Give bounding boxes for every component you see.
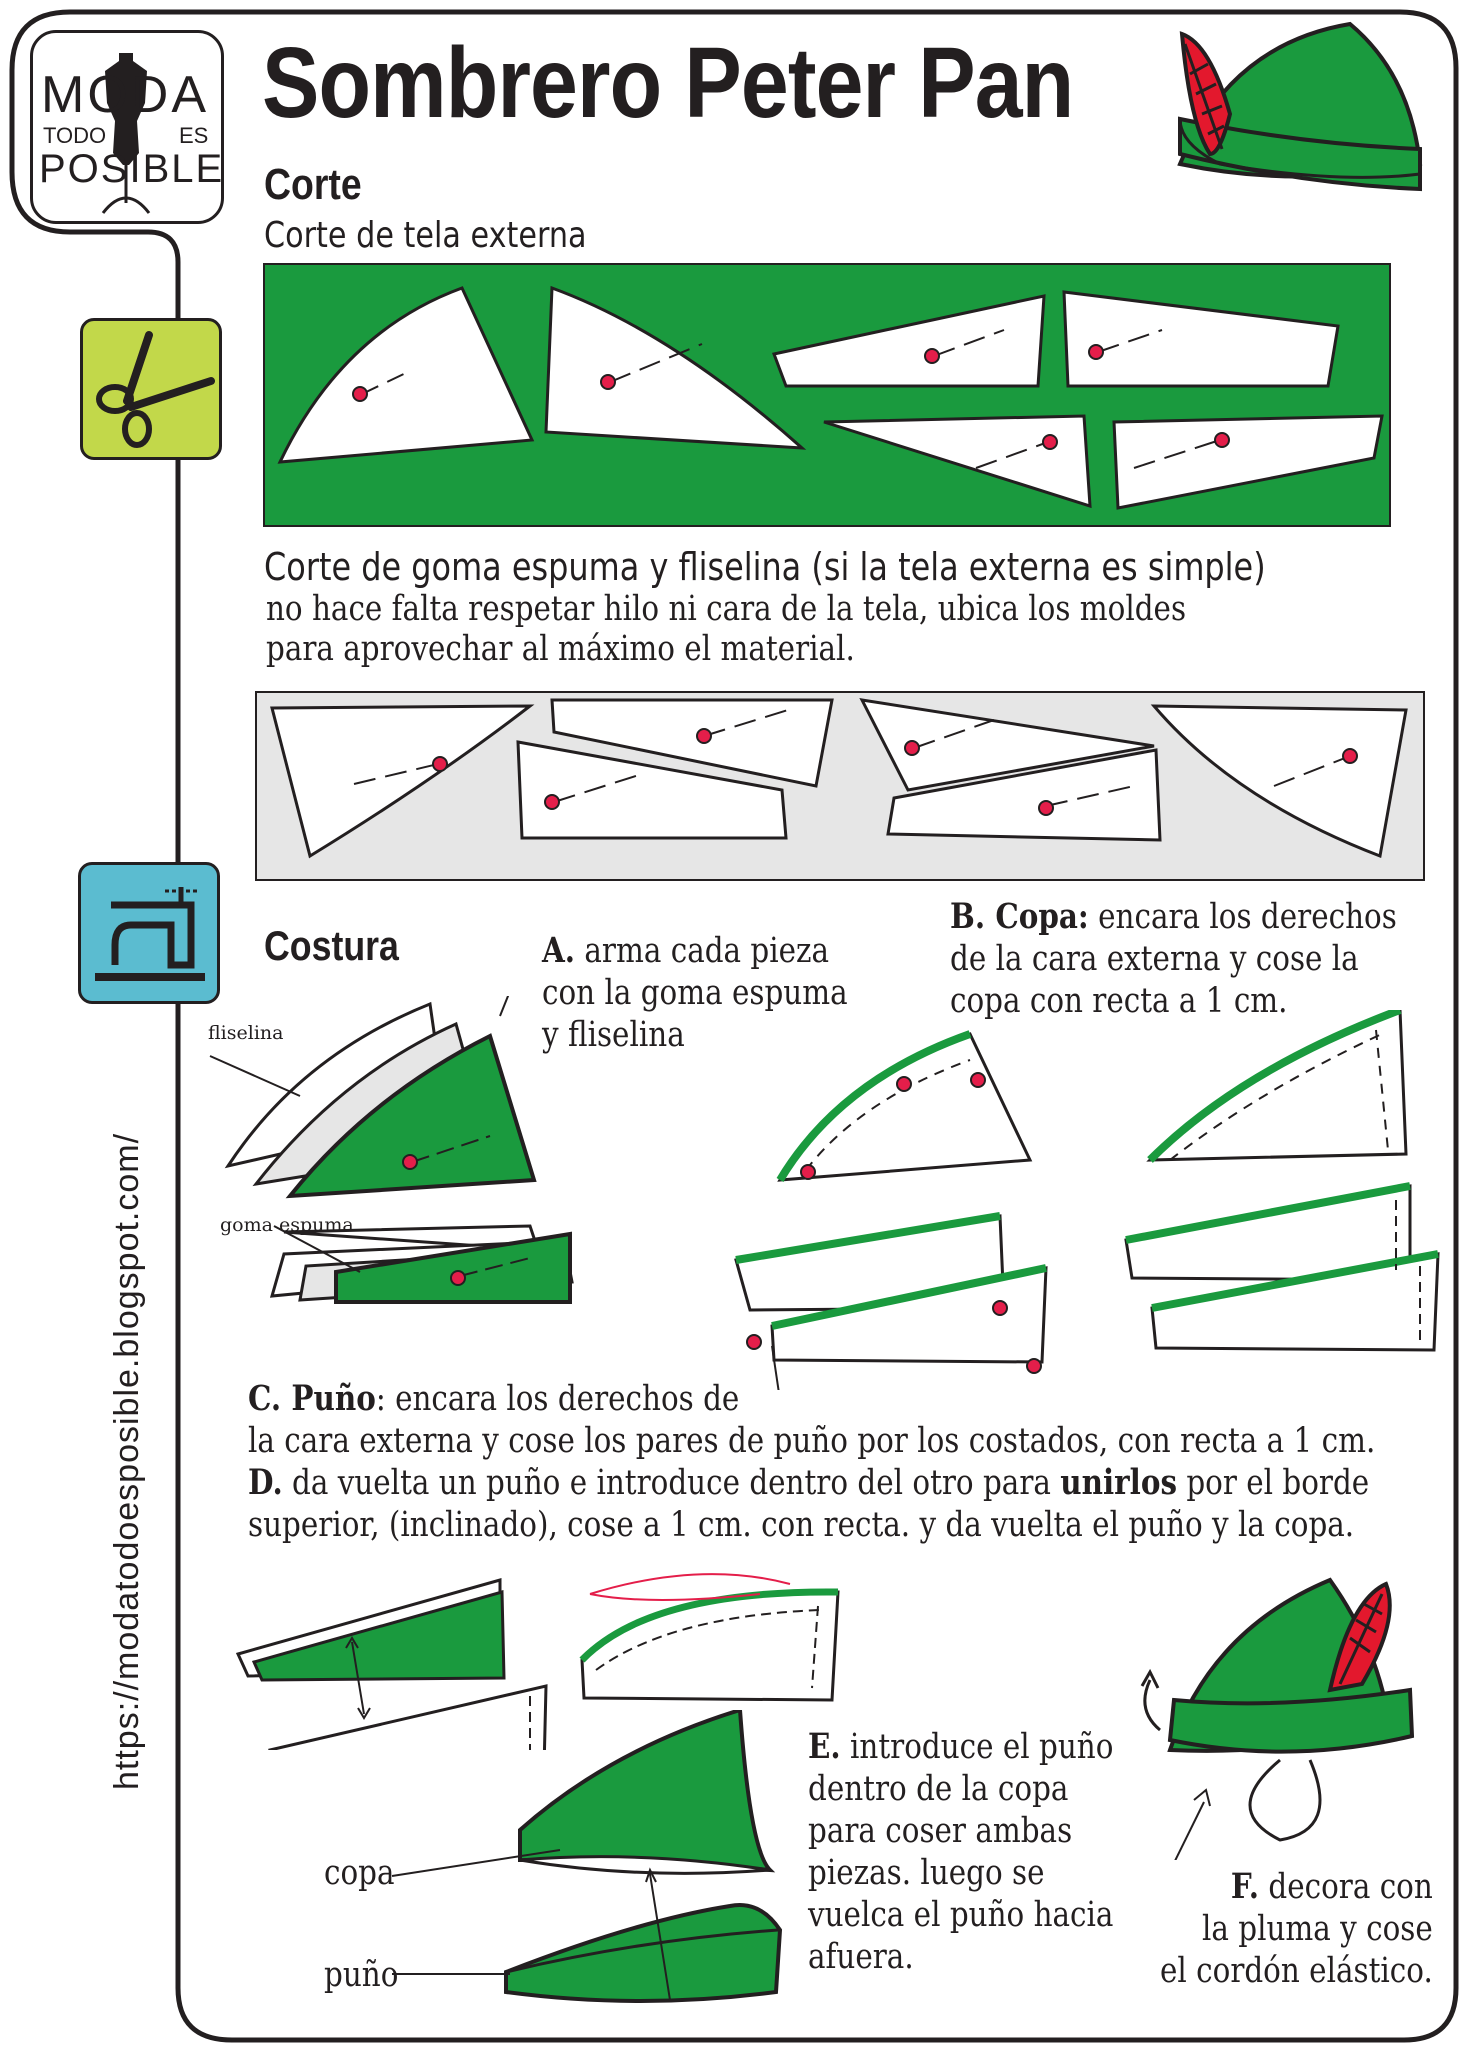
corte-goma-line2: no hace falta respetar hilo ni cara de l… — [266, 589, 1187, 629]
blog-url[interactable]: https://modatodoesposible.blogspot.com/ — [108, 1132, 146, 1790]
step-b-letter: B. Copa: — [950, 896, 1089, 937]
step-f-line3: el cordón elástico. — [1160, 1951, 1433, 1991]
step-e-line2: dentro de la copa — [808, 1769, 1069, 1809]
step-d-text1a: da vuelta un puño e introduce dentro del… — [282, 1463, 1061, 1503]
step-c-line2: la cara externa y cose los pares de puño… — [248, 1421, 1376, 1461]
step-b-line1: encara los derechos — [1088, 897, 1397, 937]
step-e-text: E. introduce el puño dentro de la copa p… — [808, 1726, 1113, 1978]
step-e-line1: introduce el puño — [840, 1727, 1114, 1767]
step-a-text: A. arma cada pieza con la goma espuma y … — [542, 930, 848, 1056]
goma-espuma-label: goma espuma — [220, 1214, 354, 1236]
page-title: Sombrero Peter Pan — [262, 27, 1074, 139]
step-d-text1c: por el borde — [1177, 1463, 1370, 1503]
scissors-icon-box — [80, 318, 222, 460]
copa-label: copa — [324, 1853, 395, 1893]
peter-pan-hat-icon — [1177, 21, 1423, 192]
corte-externa-label: Corte de tela externa — [264, 215, 587, 256]
corte-goma-line3: para aprovechar al máximo el material. — [266, 629, 855, 669]
step-e-line6: afuera. — [808, 1937, 914, 1977]
corte-goma-panel — [255, 691, 1425, 881]
sewing-machine-icon-box — [78, 862, 220, 1004]
step-d-letter: D. — [248, 1462, 283, 1503]
section-costura-heading: Costura — [264, 922, 399, 969]
logo-todo: TODO — [43, 123, 107, 148]
section-corte-heading: Corte — [264, 160, 362, 209]
step-c-text1: : encara los derechos de — [375, 1379, 740, 1419]
step-f-line2: la pluma y cose — [1202, 1909, 1433, 1949]
step-d-line1: D. da vuelta un puño e introduce dentro … — [248, 1462, 1369, 1504]
step-a-line3: y fliselina — [542, 1015, 685, 1055]
corte-tela-externa-panel — [263, 263, 1391, 527]
step-a-illustration — [209, 996, 574, 1304]
logo-moda: MODA — [41, 66, 209, 124]
corte-goma-line1: Corte de goma espuma y fliselina (si la … — [264, 545, 1266, 589]
step-b-line3: copa con recta a 1 cm. — [950, 981, 1288, 1021]
scissors-icon — [96, 331, 215, 448]
step-d-text1b: unirlos — [1060, 1462, 1178, 1503]
step-b-illustration — [734, 1010, 1440, 1390]
step-c-letter: C. Puño — [248, 1378, 376, 1419]
sewing-machine-icon — [95, 887, 205, 981]
step-d-illustration — [235, 1573, 840, 1750]
step-f-text: F. decora con la pluma y cose el cordón … — [1160, 1866, 1433, 1992]
fliselina-label: fliselina — [208, 1022, 284, 1044]
step-f-letter: F. — [1230, 1866, 1260, 1907]
step-e-illustration — [391, 1710, 783, 2003]
step-e-line4: piezas. luego se — [808, 1853, 1045, 1893]
step-c-line1: C. Puño: encara los derechos de — [248, 1378, 739, 1420]
step-e-letter: E. — [808, 1726, 841, 1767]
peter-pan-hat-final-icon — [1140, 1577, 1415, 1860]
step-a-line2: con la goma espuma — [542, 973, 848, 1013]
logo-es: ES — [179, 123, 209, 148]
dress-form-icon — [101, 53, 151, 214]
step-d-line2: superior, (inclinado), cose a 1 cm. con … — [248, 1505, 1355, 1545]
logo: MODA TODO ES POSIBLE — [30, 30, 224, 224]
step-e-line3: para coser ambas — [808, 1811, 1073, 1851]
logo-posible: POSIBLE — [39, 147, 225, 191]
puno-label: puño — [324, 1955, 399, 1995]
step-b-text: B. Copa: encara los derechos de la cara … — [950, 896, 1397, 1022]
step-b-line2: de la cara externa y cose la — [950, 939, 1359, 979]
step-a-line1: arma cada pieza — [575, 931, 830, 971]
step-f-line1: decora con — [1259, 1867, 1433, 1907]
step-a-letter: A. — [542, 930, 576, 971]
step-e-line5: vuelca el puño hacia — [808, 1895, 1114, 1935]
